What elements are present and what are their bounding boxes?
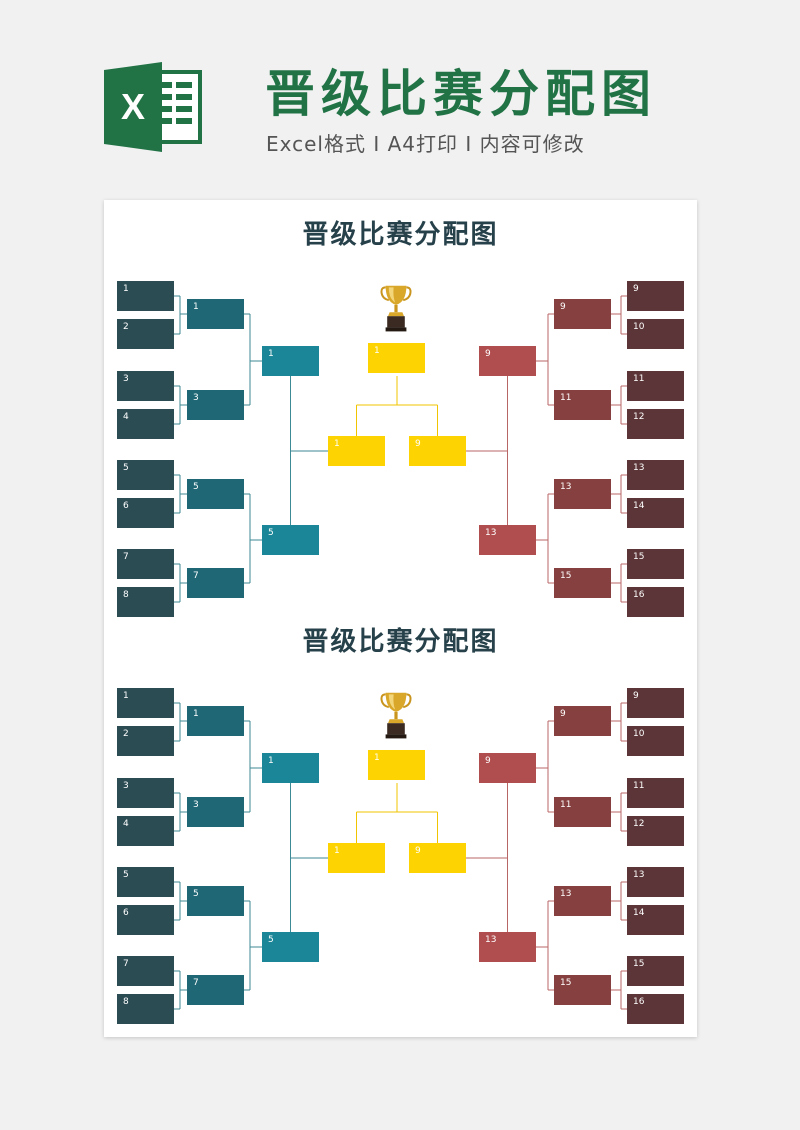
quarterfinal-slot[interactable]: 9 [554, 706, 611, 736]
champion-slot[interactable]: 1 [368, 750, 425, 780]
trophy-icon [380, 692, 412, 739]
team-slot[interactable]: 2 [117, 319, 174, 349]
team-slot[interactable]: 2 [117, 726, 174, 756]
team-slot[interactable]: 14 [627, 498, 684, 528]
quarterfinal-slot[interactable]: 1 [187, 706, 244, 736]
team-slot[interactable]: 3 [117, 371, 174, 401]
team-slot[interactable]: 15 [627, 956, 684, 986]
team-slot[interactable]: 13 [627, 867, 684, 897]
team-slot[interactable]: 10 [627, 726, 684, 756]
team-slot[interactable]: 4 [117, 816, 174, 846]
quarterfinal-slot[interactable]: 11 [554, 390, 611, 420]
team-slot[interactable]: 13 [627, 460, 684, 490]
page-subtitle: Excel格式 I A4打印 I 内容可修改 [266, 132, 585, 156]
team-slot[interactable]: 11 [627, 778, 684, 808]
excel-logo-icon: X [104, 62, 202, 152]
team-slot[interactable]: 16 [627, 587, 684, 617]
final-slot-right[interactable]: 9 [409, 436, 466, 466]
final-slot-left[interactable]: 1 [328, 436, 385, 466]
team-slot[interactable]: 6 [117, 905, 174, 935]
team-slot[interactable]: 14 [627, 905, 684, 935]
quarterfinal-slot[interactable]: 13 [554, 479, 611, 509]
quarterfinal-slot[interactable]: 7 [187, 568, 244, 598]
semifinal-slot[interactable]: 13 [479, 932, 536, 962]
team-slot[interactable]: 1 [117, 281, 174, 311]
team-slot[interactable]: 11 [627, 371, 684, 401]
semifinal-slot[interactable]: 9 [479, 753, 536, 783]
excel-logo-letter: X [121, 86, 145, 127]
team-slot[interactable]: 8 [117, 994, 174, 1024]
page-header: X 晋级比赛分配图 Excel格式 I A4打印 I 内容可修改 [0, 0, 800, 195]
bracket-connectors [174, 295, 627, 603]
quarterfinal-slot[interactable]: 13 [554, 886, 611, 916]
quarterfinal-slot[interactable]: 3 [187, 390, 244, 420]
bracket-connectors [174, 702, 627, 1010]
final-slot-left[interactable]: 1 [328, 843, 385, 873]
quarterfinal-slot[interactable]: 15 [554, 975, 611, 1005]
quarterfinal-slot[interactable]: 1 [187, 299, 244, 329]
semifinal-slot[interactable]: 1 [262, 346, 319, 376]
quarterfinal-slot[interactable]: 5 [187, 479, 244, 509]
trophy-icon [380, 285, 412, 332]
quarterfinal-slot[interactable]: 3 [187, 797, 244, 827]
final-slot-right[interactable]: 9 [409, 843, 466, 873]
team-slot[interactable]: 8 [117, 587, 174, 617]
quarterfinal-slot[interactable]: 15 [554, 568, 611, 598]
page-title: 晋级比赛分配图 [265, 65, 657, 123]
bracket-title: 晋级比赛分配图 [302, 220, 499, 250]
semifinal-slot[interactable]: 9 [479, 346, 536, 376]
team-slot[interactable]: 12 [627, 409, 684, 439]
team-slot[interactable]: 4 [117, 409, 174, 439]
semifinal-slot[interactable]: 5 [262, 525, 319, 555]
quarterfinal-slot[interactable]: 7 [187, 975, 244, 1005]
semifinal-slot[interactable]: 5 [262, 932, 319, 962]
team-slot[interactable]: 7 [117, 956, 174, 986]
bracket-title: 晋级比赛分配图 [302, 627, 499, 657]
team-slot[interactable]: 7 [117, 549, 174, 579]
team-slot[interactable]: 5 [117, 867, 174, 897]
team-slot[interactable]: 3 [117, 778, 174, 808]
team-slot[interactable]: 1 [117, 688, 174, 718]
team-slot[interactable]: 6 [117, 498, 174, 528]
team-slot[interactable]: 10 [627, 319, 684, 349]
quarterfinal-slot[interactable]: 9 [554, 299, 611, 329]
team-slot[interactable]: 9 [627, 688, 684, 718]
team-slot[interactable]: 5 [117, 460, 174, 490]
quarterfinal-slot[interactable]: 5 [187, 886, 244, 916]
team-slot[interactable]: 12 [627, 816, 684, 846]
team-slot[interactable]: 16 [627, 994, 684, 1024]
semifinal-slot[interactable]: 1 [262, 753, 319, 783]
team-slot[interactable]: 9 [627, 281, 684, 311]
quarterfinal-slot[interactable]: 11 [554, 797, 611, 827]
champion-slot[interactable]: 1 [368, 343, 425, 373]
team-slot[interactable]: 15 [627, 549, 684, 579]
semifinal-slot[interactable]: 13 [479, 525, 536, 555]
